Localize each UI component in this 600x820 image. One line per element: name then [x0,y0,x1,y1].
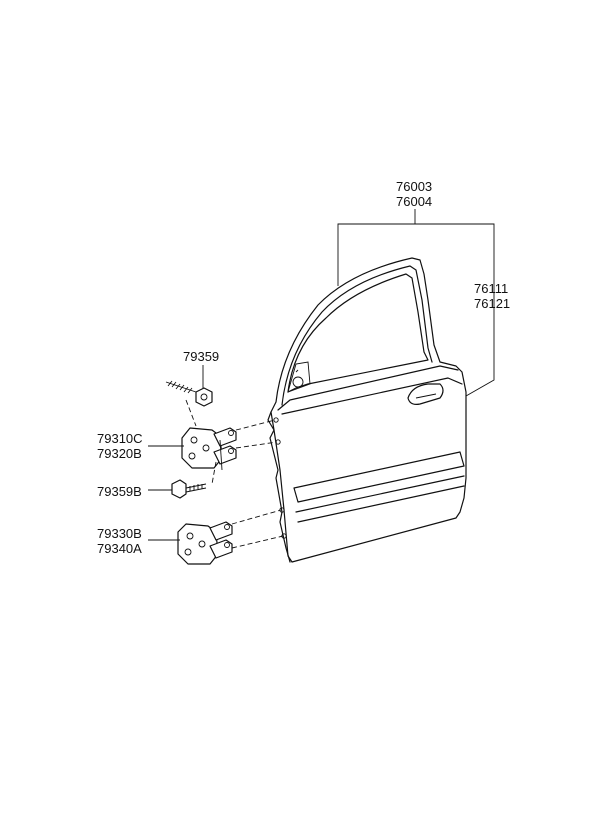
window-glass-edge [287,273,429,393]
label-79330B: 79330B [97,526,142,541]
front-door [267,257,467,563]
part-leaders [148,365,204,541]
label-76111: 76111 [474,281,508,296]
belt-line [277,365,459,411]
door-handle [407,383,444,405]
label-79359: 79359 [183,349,219,364]
label-79310C: 79310C [97,431,143,446]
label-76003: 76003 [396,179,432,194]
door-edge-flange [267,411,291,563]
lower-hinge [177,521,233,565]
label-79340A: 79340A [97,541,142,556]
label-79320B: 79320B [97,446,142,461]
side-molding [293,451,465,503]
label-79359B: 79359B [97,484,142,499]
label-76121: 76121 [474,296,510,311]
upper-hinge [181,427,237,471]
lower-hinge-dashed-guides [231,509,284,549]
mirror-patch [287,361,311,393]
label-76004: 76004 [396,194,432,209]
upper-bolt [165,380,213,407]
window-frame [281,265,433,406]
upper-hinge-dashed-guides [185,399,278,485]
door-leaders [337,209,495,397]
lower-bolt [171,479,207,499]
mirror-hole [292,376,304,388]
